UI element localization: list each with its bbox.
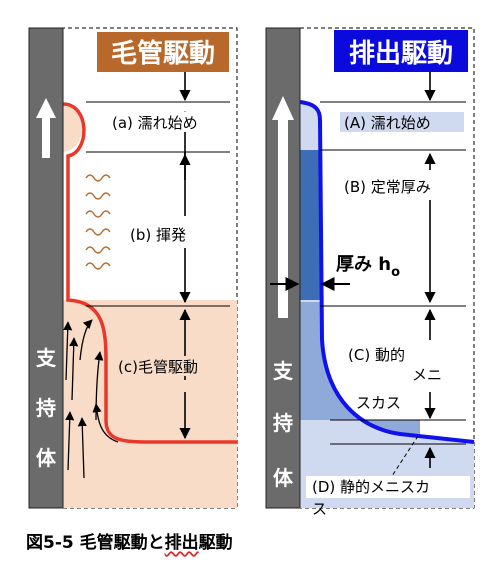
evaporation-wave-icons: [85, 174, 111, 270]
label-a-wetting-start: (a) 濡れ始め: [112, 114, 198, 132]
left-support-char-3: 体: [36, 446, 57, 470]
caption-prefix: 図5-5 毛管駆動と: [26, 533, 165, 553]
right-up-arrow-icon: [272, 96, 294, 120]
left-panel: 支 持 体 毛管駆動: [28, 27, 238, 509]
right-label-D-bg: [306, 476, 470, 498]
left-label-b-bg: [124, 224, 204, 244]
right-label-A-bg: [340, 112, 464, 132]
static-meniscus-leader: [391, 435, 419, 477]
figure-canvas: 支 持 体 毛管駆動: [28, 27, 475, 518]
left-level-lines: [86, 101, 230, 307]
right-support-char-2: 持: [273, 411, 293, 435]
label-c-capillary-drive: (c)毛管駆動: [118, 358, 198, 376]
label-b-volatilization: (b) 揮発: [130, 226, 186, 244]
right-film-steady-dark: [300, 150, 320, 300]
label-D-static-meniscus-tail: ス: [312, 500, 327, 518]
label-C-dynamic: (C) 動的: [348, 346, 405, 364]
right-support-char-1: 支: [273, 359, 294, 383]
left-wetting-bulge: [63, 106, 82, 152]
left-meniscus-line: [62, 102, 237, 444]
right-film-profile-line: [299, 100, 475, 444]
right-title-box: [334, 30, 468, 72]
left-title-box: [97, 32, 229, 72]
capillary-flow-arrows: [63, 319, 119, 479]
thickness-label: 厚み ho: [336, 254, 400, 280]
thickness-label-bg: [334, 250, 426, 276]
right-label-B-bg: [340, 176, 464, 196]
label-B-steady-thickness: (B) 定常厚み: [344, 178, 431, 196]
left-capillary-fill: [63, 300, 237, 508]
left-title: 毛管駆動: [111, 39, 215, 69]
left-label-c-bg: [116, 356, 230, 376]
left-support-char-2: 持: [36, 396, 56, 420]
right-level-lines: [320, 101, 466, 445]
left-up-arrow-icon: [36, 98, 56, 158]
label-A-wetting-start: (A) 濡れ始め: [344, 114, 431, 132]
caption-underlined: 排出: [164, 533, 199, 553]
right-panel: 支 持 体 排出駆動 厚み ho (A) 濡れ始め: [265, 27, 475, 518]
label-C-scus: スカス: [356, 394, 401, 412]
figure-caption: 図5-5 毛管駆動と排出駆動: [26, 528, 233, 553]
right-title: 排出駆動: [349, 39, 453, 69]
right-film-meniscus-mid: [300, 302, 420, 436]
left-label-a-bg: [108, 112, 224, 132]
label-C-meni: メニ: [412, 366, 442, 384]
right-support-char-3: 体: [273, 466, 294, 490]
label-D-static-meniscus: (D) 静的メニスカ: [312, 478, 430, 496]
right-up-arrow-shaft: [278, 118, 288, 318]
left-support-char-1: 支: [36, 346, 57, 370]
caption-suffix: 駆動: [198, 533, 233, 553]
